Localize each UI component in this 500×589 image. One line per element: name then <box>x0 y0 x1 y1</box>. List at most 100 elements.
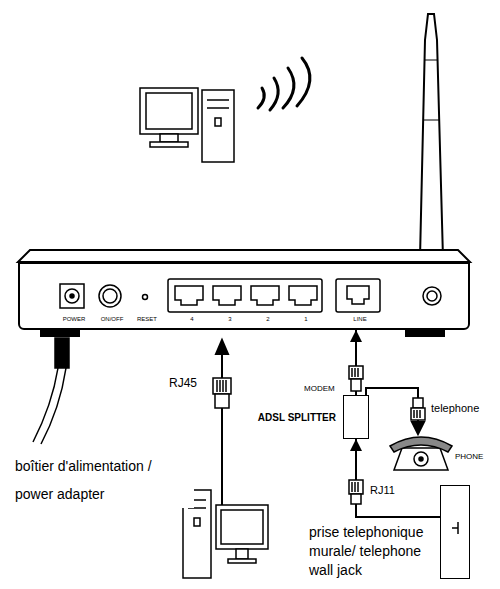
rj45-plug-part <box>225 380 227 392</box>
phone-cable-part <box>412 422 424 434</box>
wired-computer-part <box>221 510 263 544</box>
power-switch-part <box>103 289 117 303</box>
port-label: 3 <box>228 316 231 323</box>
modem-plug-part <box>349 366 363 379</box>
antenna-base <box>423 287 441 305</box>
antenna <box>420 14 443 258</box>
power-cable-part <box>33 368 58 442</box>
power-jack-part <box>65 289 79 303</box>
antenna-base-part <box>427 291 437 301</box>
arrowhead <box>350 439 362 451</box>
cable-label: MODEM <box>303 384 336 393</box>
antenna-part <box>423 120 439 121</box>
antenna-part <box>424 60 438 61</box>
power-jack <box>60 284 84 308</box>
power-cable <box>33 338 69 444</box>
wired-computer-part <box>216 505 268 549</box>
wireless-computer-part <box>207 107 229 109</box>
rj45-plug-part <box>213 378 231 394</box>
lan-ports-part <box>251 286 279 305</box>
lan-ports-part <box>175 286 203 305</box>
adsl-splitter: ADSL SPLITTER <box>343 395 369 439</box>
lan-ports <box>168 279 322 312</box>
telephone-symbol-part <box>390 437 452 452</box>
telephone-symbol-part <box>414 452 428 466</box>
lan-ports-part <box>168 279 322 312</box>
rj11-plug-part <box>351 482 353 492</box>
lan-ports-part <box>213 286 241 305</box>
wireless-waves-part <box>258 88 264 108</box>
connector-label: RJ45 <box>168 376 198 390</box>
rj11-plug-part <box>351 494 361 504</box>
rj11-plug-part <box>357 482 359 492</box>
telephone-symbol <box>390 437 452 470</box>
wired-computer-part <box>194 518 200 526</box>
port-label: 1 <box>304 316 307 323</box>
router-feet <box>40 330 445 337</box>
wireless-computer-part <box>140 88 198 134</box>
port-label: POWER <box>63 316 86 323</box>
port-label: ON/OFF <box>101 316 124 323</box>
line-port-part <box>336 279 380 312</box>
cable-label: telephone <box>430 402 480 414</box>
arrowhead <box>350 330 362 342</box>
power-adapter-label: boîtier d'alimentation / power adapter <box>14 452 194 508</box>
wireless-waves-part <box>297 58 310 106</box>
router-rear-panel: POWER ON/OFF RESET 4 3 2 1 LINE <box>18 262 470 330</box>
wireless-computer <box>140 88 234 162</box>
port-label: RESET <box>137 316 157 323</box>
rj11-plug-part <box>349 480 363 494</box>
rj45-plug <box>213 378 231 408</box>
port-label: 2 <box>266 316 269 323</box>
wall-jack-detail <box>452 522 458 534</box>
port-label: 4 <box>190 316 193 323</box>
phone-plug-part <box>413 410 415 418</box>
wireless-waves-part <box>270 78 278 110</box>
rj45-plug-part <box>215 394 229 408</box>
antenna-base-part <box>423 287 441 305</box>
rj45-plug-part <box>216 380 218 392</box>
phone-cable-part <box>366 388 418 424</box>
cable-label: RJ11 <box>369 484 396 496</box>
wireless-computer-part <box>160 134 178 142</box>
power-jack-part <box>60 284 84 308</box>
wall-jack-heading: prise telephonique murale/ telephone wal… <box>309 523 435 580</box>
ethernet-cable-part <box>216 340 228 354</box>
phone-cable <box>366 388 424 434</box>
line-port <box>336 279 380 312</box>
rj11-plug-part <box>354 482 356 492</box>
modem-plug-part <box>357 368 359 377</box>
wall-jack-detail-part <box>452 527 458 529</box>
lan-ports-part <box>289 286 317 305</box>
power-jack-part <box>70 294 74 298</box>
line-port-part <box>347 286 369 304</box>
power-switch-part <box>99 285 121 307</box>
power-cable-part <box>55 338 69 368</box>
port-label: LINE <box>353 316 366 323</box>
modem-plug-part <box>351 379 361 391</box>
telephone-symbol-part <box>419 457 423 461</box>
router-top-face <box>18 250 470 262</box>
router-feet-part <box>405 330 445 337</box>
phone-plug <box>411 398 425 420</box>
wireless-computer-part <box>146 93 192 129</box>
ethernet-cable <box>216 340 228 505</box>
modem-plug <box>349 366 363 391</box>
phone-plug-part <box>416 410 418 418</box>
power-cable-part <box>41 368 66 444</box>
router-feet-part <box>40 330 80 337</box>
wireless-waves-part <box>283 68 294 108</box>
reset-hole-part <box>143 295 148 300</box>
wireless-computer-part <box>150 142 188 147</box>
phone-plug-part <box>419 410 421 418</box>
phone-plug-part <box>413 398 423 408</box>
modem-plug-part <box>354 368 356 377</box>
router-top-face-part <box>18 250 470 262</box>
wireless-waves <box>258 58 310 110</box>
power-switch <box>99 285 121 307</box>
phone-label: PHONE <box>454 452 484 461</box>
wireless-computer-part <box>207 99 229 101</box>
splitter-heading: ADSL SPLITTER <box>258 412 336 424</box>
wireless-computer-part <box>215 118 221 126</box>
